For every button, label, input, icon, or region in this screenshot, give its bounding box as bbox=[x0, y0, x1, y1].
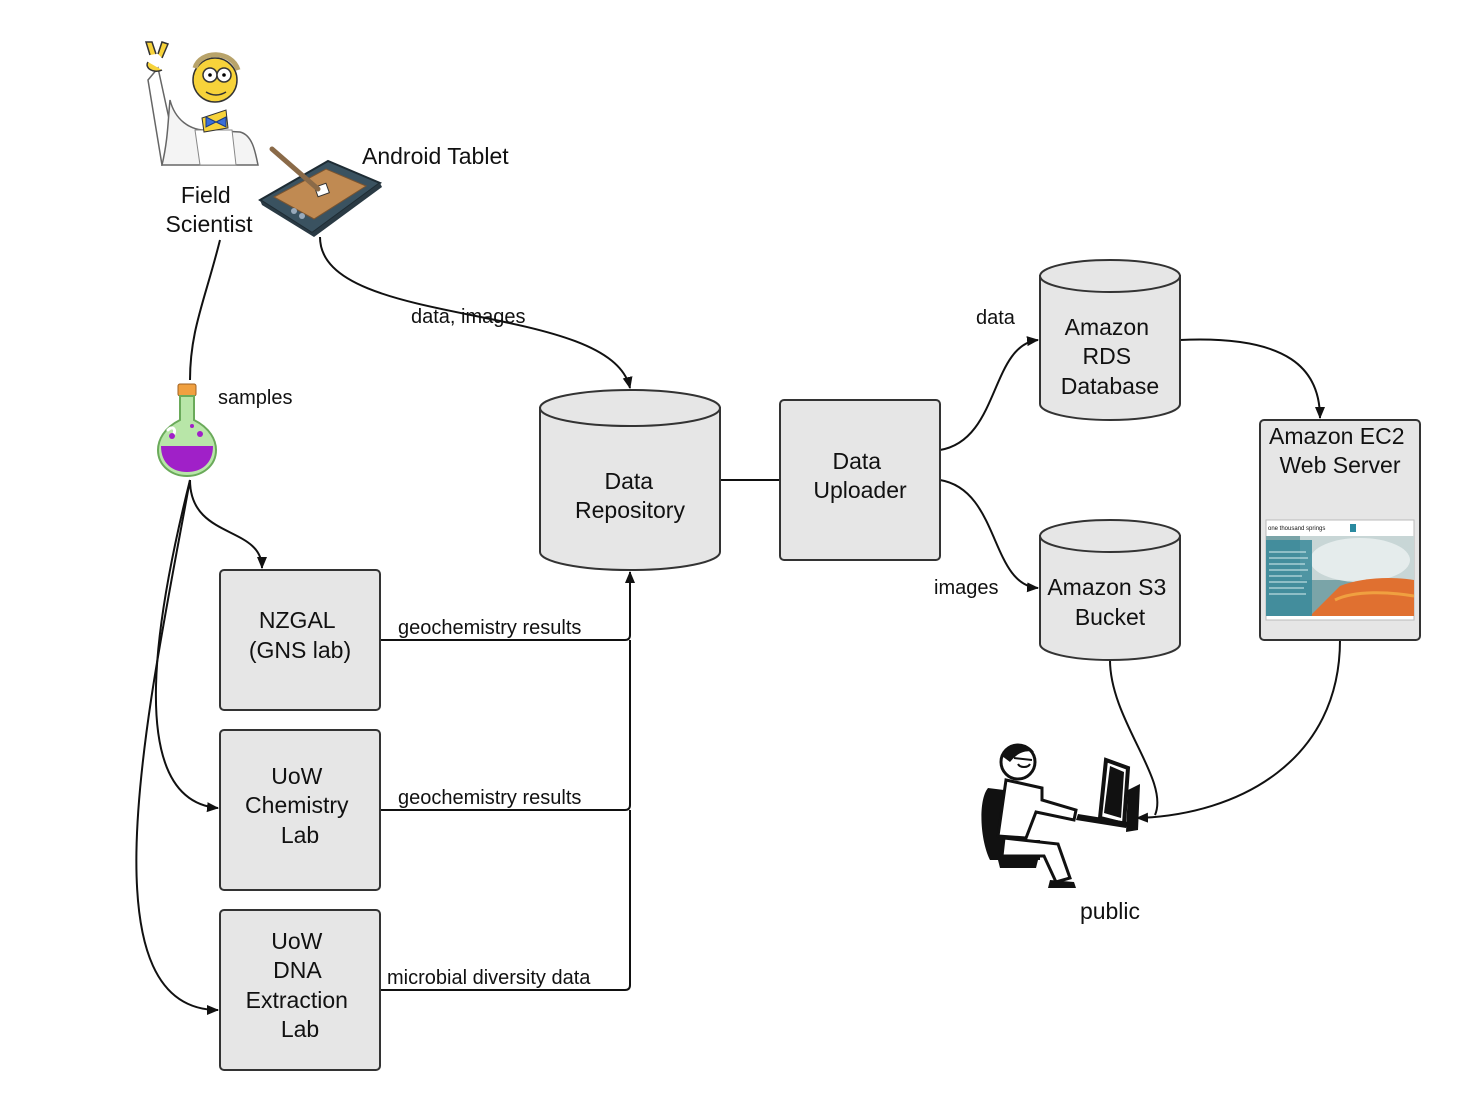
edge-uploader-to-s3 bbox=[939, 479, 1039, 593]
flask-icon bbox=[156, 383, 218, 478]
amazon-s3-label: Amazon S3 Bucket bbox=[1047, 574, 1172, 630]
edge-dna-to-repository bbox=[380, 810, 631, 991]
scientist-icon bbox=[144, 41, 259, 166]
uow-chemistry-node: UoW Chemistry Lab bbox=[219, 729, 381, 891]
edge-samples-to-chemistry bbox=[154, 479, 219, 813]
uow-dna-node: UoW DNA Extraction Lab bbox=[219, 909, 381, 1071]
edge-label-data-images: data, images bbox=[411, 306, 526, 328]
edge-samples-to-nzgal bbox=[189, 479, 267, 569]
tablet-icon bbox=[258, 146, 383, 237]
edge-label-samples: samples bbox=[218, 387, 292, 409]
website-screenshot-icon: one thousand springs bbox=[1265, 519, 1415, 621]
nzgal-label: NZGAL (GNS lab) bbox=[249, 607, 351, 663]
edge-tablet-to-repository bbox=[319, 236, 633, 389]
edge-label-images: images bbox=[934, 577, 998, 599]
amazon-s3-node: Amazon S3 Bucket bbox=[1039, 519, 1181, 661]
data-repository-label: Data Repository bbox=[575, 468, 685, 523]
field-scientist-label: Field Scientist bbox=[166, 182, 254, 237]
amazon-ec2-label: Amazon EC2 Web Server bbox=[1269, 423, 1411, 478]
edge-chemistry-to-repository bbox=[380, 640, 631, 811]
public-label: public bbox=[1080, 898, 1140, 924]
edge-samples-to-dna bbox=[135, 479, 219, 1015]
person-at-computer-icon bbox=[981, 743, 1140, 888]
screenshot-site-name: one thousand springs bbox=[1268, 526, 1325, 532]
amazon-rds-node: Amazon RDS Database bbox=[1039, 259, 1181, 421]
edge-scientist-to-samples bbox=[189, 239, 221, 381]
edge-ec2-to-public bbox=[1136, 639, 1341, 823]
data-uploader-label: Data Uploader bbox=[813, 448, 907, 503]
amazon-ec2-node: Amazon EC2 Web Server one thousand sprin… bbox=[1259, 419, 1421, 641]
edges bbox=[135, 236, 1341, 1015]
data-repository-node: Data Repository bbox=[539, 389, 721, 571]
edge-label-chemistry-results: geochemistry results bbox=[398, 787, 581, 809]
amazon-rds-label: Amazon RDS Database bbox=[1061, 314, 1159, 399]
edge-label-data: data bbox=[976, 307, 1016, 329]
edge-s3-to-public bbox=[1109, 659, 1159, 816]
edge-label-dna-results: microbial diversity data bbox=[387, 967, 591, 989]
edge-uploader-to-rds bbox=[939, 336, 1039, 451]
uow-dna-label: UoW DNA Extraction Lab bbox=[246, 928, 355, 1042]
edge-rds-to-ec2 bbox=[1179, 338, 1325, 419]
edge-label-nzgal-results: geochemistry results bbox=[398, 617, 581, 639]
uow-chemistry-label: UoW Chemistry Lab bbox=[245, 763, 355, 848]
edge-labels: data, images samples geochemistry result… bbox=[218, 306, 1016, 989]
android-tablet-label: Android Tablet bbox=[362, 143, 509, 169]
nzgal-node: NZGAL (GNS lab) bbox=[219, 569, 381, 711]
edge-nzgal-to-repository bbox=[380, 571, 635, 641]
data-uploader-node: Data Uploader bbox=[779, 399, 941, 561]
